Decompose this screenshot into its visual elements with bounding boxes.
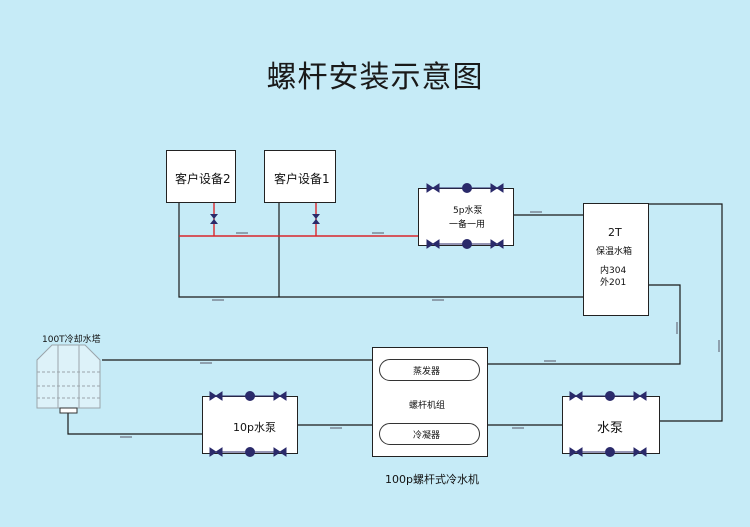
- condenser: 冷凝器: [379, 423, 480, 445]
- chiller-caption: 100p螺杆式冷水机: [385, 473, 479, 486]
- customer-device-2-label: 客户设备2: [175, 172, 231, 186]
- pump-5p-label: 5p水泵: [453, 206, 483, 216]
- cooling-tower-icon: [36, 344, 101, 414]
- return-pipe-device2: [178, 202, 583, 298]
- insulated-water-tank: 2T 保温水箱 内304 外201: [583, 203, 649, 316]
- chiller-unit-label: 螺杆机组: [409, 401, 446, 411]
- customer-device-1-label: 客户设备1: [274, 172, 330, 186]
- branch-valves: [210, 214, 320, 224]
- page-title: 螺杆安装示意图: [266, 60, 484, 95]
- tank-type: 保温水箱: [596, 247, 633, 257]
- pump-5p: 5p水泵 一备一用: [418, 188, 514, 246]
- fitting-marks: [120, 211, 720, 438]
- tank-capacity: 2T: [608, 226, 622, 239]
- tank-outer-material: 外201: [600, 278, 627, 288]
- pipe-tank-evaporator: [487, 284, 681, 365]
- condenser-label: 冷凝器: [413, 431, 441, 441]
- valve-icon: [312, 214, 320, 224]
- customer-device-2: 客户设备2: [166, 150, 236, 203]
- evaporator: 蒸发器: [379, 359, 480, 381]
- pump-10p: 10p水泵: [202, 396, 298, 454]
- pipe-tank-pumpr: [648, 203, 723, 422]
- pipe-tower-pump10: [67, 412, 202, 435]
- customer-device-1: 客户设备1: [264, 150, 336, 203]
- return-pipes: [67, 202, 723, 435]
- screw-chiller: 蒸发器 螺杆机组 冷凝器: [372, 347, 488, 457]
- tank-inner-material: 内304: [600, 266, 627, 276]
- pump-5p-mode: 一备一用: [449, 220, 486, 230]
- cooling-tower-label: 100T冷却水塔: [42, 335, 101, 345]
- water-pump-label: 水泵: [597, 421, 624, 436]
- pump-10p-label: 10p水泵: [233, 421, 276, 434]
- valve-icon: [210, 214, 218, 224]
- evaporator-label: 蒸发器: [413, 367, 441, 377]
